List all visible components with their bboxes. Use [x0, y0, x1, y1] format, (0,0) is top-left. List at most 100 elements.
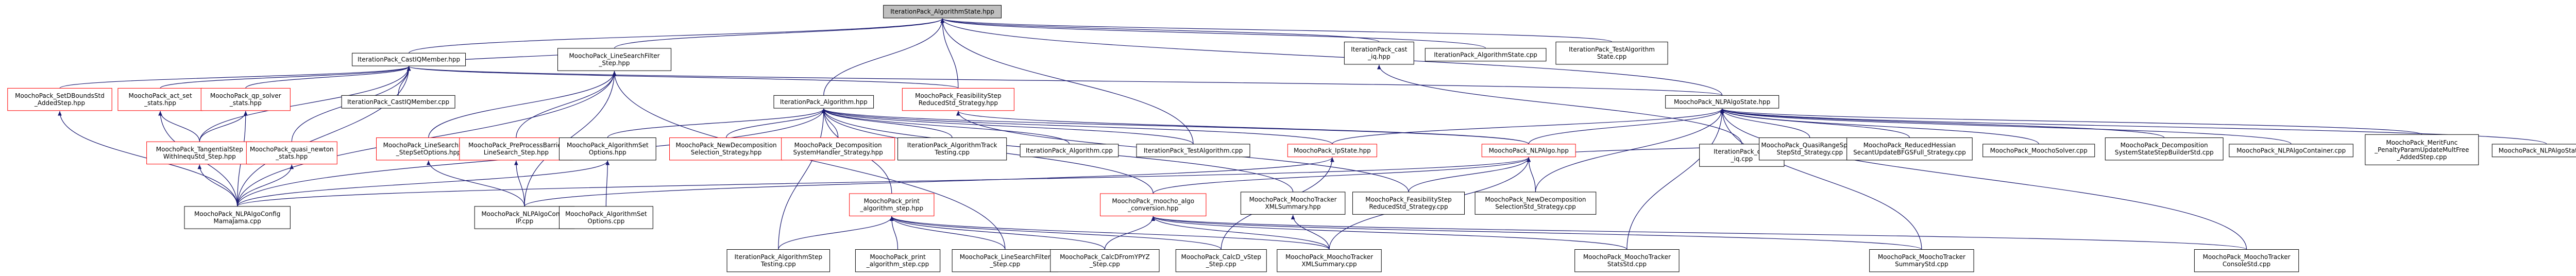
graph-node-moocho-algo-conv[interactable]: MoochoPack_moocho_algo_conversion.hpp [1100, 193, 1207, 216]
node-box [146, 141, 253, 165]
node-box [1344, 42, 1414, 65]
graph-node-quasinewton-space[interactable]: MoochoPack_QuasiRangeSpaceStepStd_Strate… [1759, 137, 1861, 161]
node-label: MoochoPack_ReducedHessian [1863, 142, 1956, 149]
graph-node-algo[interactable]: IterationPack_Algorithm.hpp [773, 95, 874, 109]
node-label: WithInequStd_Step.hpp [163, 153, 236, 160]
node-box [1481, 144, 1576, 158]
node-label: _iq.hpp [1367, 53, 1391, 60]
node-box [1475, 192, 1597, 215]
graph-node-preprocess[interactable]: MoochoPack_PreProcessBarrierLineSearch_S… [459, 137, 573, 161]
include-edge-tangential-to-act_set [158, 111, 200, 142]
graph-node-feas-red[interactable]: MoochoPack_FeasibilityStepReducedStd_Str… [902, 88, 1014, 111]
graph-node-castiq[interactable]: IterationPack_CastIQMember.hpp [352, 53, 466, 66]
node-box [117, 88, 203, 111]
node-box [1136, 144, 1250, 158]
include-edge-algo_step_testing-to-algo [778, 109, 826, 250]
include-edge-ls_step_cpp-to-print_algo [890, 216, 1006, 250]
graph-node-newdecomp-cpp[interactable]: MoochoPack_NewDecompositionSelectionStd_… [1475, 192, 1597, 215]
node-label: SystemStateStepBuilderStd.cpp [2115, 149, 2214, 156]
include-edge-calcdydz-to-print_algo [890, 216, 1222, 250]
include-edge-nlpalgostate-to-root [940, 18, 1723, 96]
graph-node-algostate-cpp[interactable]: IterationPack_AlgorithmState.cpp [1425, 48, 1547, 62]
graph-node-print-algo[interactable]: MoochoPack_print_algorithm_step.hpp [849, 193, 935, 216]
graph-node-calcdfromyz[interactable]: MoochoPack_CalcDFromYPYZ_Step.cpp [1050, 249, 1160, 272]
node-box [2194, 249, 2299, 272]
graph-node-cast-iq-hpp[interactable]: IterationPack_cast_iq.hpp [1344, 42, 1414, 65]
include-edge-print_algo_cpp-to-print_algo [889, 216, 899, 250]
node-label: LineSearch_Step.hpp [484, 149, 549, 156]
graph-node-newdecomp-sel[interactable]: MoochoPack_NewDecompositionSelection_Str… [669, 137, 784, 161]
graph-node-ls-step-cpp[interactable]: MoochoPack_LineSearchFilter_Step.cpp [952, 249, 1058, 272]
graph-node-calcdydz[interactable]: MoochoPack_CalcD_vStep_Step.cpp [1175, 249, 1267, 272]
node-label: IterationPack_AlgorithmState.hpp [890, 8, 994, 15]
graph-node-algo-cpp[interactable]: IterationPack_Algorithm.cpp [1020, 144, 1119, 158]
graph-node-nlpalgo-container[interactable]: MoochoPack_NLPAlgoContainer.cpp [2229, 144, 2353, 158]
graph-node-act-set[interactable]: MoochoPack_act_set_stats.hpp [117, 88, 203, 111]
graph-node-decomp-sys[interactable]: MoochoPack_DecompositionSystemHandler_St… [781, 137, 895, 161]
include-edge-nlpalgo_hpp-to-feas_red [956, 111, 1529, 145]
include-edge-tracker_summarystd-to-moocho_algo_conv [1151, 216, 1922, 250]
graph-node-qp-solver[interactable]: MoochoPack_qp_solver_stats.hpp [200, 88, 291, 111]
graph-node-reduced-hessian[interactable]: MoochoPack_ReducedHessianSecantUpdateBFG… [1846, 137, 1973, 161]
node-label: MamaJama.cpp [213, 218, 261, 225]
node-box [1100, 193, 1207, 216]
node-label: MoochoPack_MoochoSolver.cpp [1990, 147, 2088, 154]
node-label: MoochoPack_NLPAlgoConfig [194, 211, 280, 218]
node-label: MoochoPack_MoochoTracker [1249, 196, 1337, 203]
graph-node-setdbounds[interactable]: MoochoPack_SetDBoundsStd_AddedStep.hpp [7, 88, 112, 111]
node-box [1277, 249, 1382, 272]
node-label: _algorithm_step.hpp [860, 205, 924, 212]
graph-node-print-algo-cpp[interactable]: MoochoPack_print_algorithm_step.cpp [855, 249, 941, 272]
include-edge-algo-to-root [823, 18, 944, 96]
node-label: IterationPack_cast [1714, 148, 1770, 156]
node-label: IterationPack_AlgorithmStep [735, 253, 823, 261]
node-label: _Step.cpp [1206, 261, 1236, 268]
include-edge-cast_iq_cpp-to-cast_iq_hpp [1377, 64, 1742, 144]
include-edge-tracker_xml_cpp-to-print_algo [890, 216, 1330, 250]
graph-node-ls-step[interactable]: MoochoPack_LineSearchFilter_Step.hpp [557, 48, 672, 71]
node-box [883, 5, 1002, 19]
node-label: MoochoPack_CalcDFromYPYZ [1060, 253, 1150, 261]
edges-layer [58, 18, 2547, 250]
graph-node-nlpalgo-hpp[interactable]: MoochoPack_NLPAlgo.hpp [1481, 144, 1576, 158]
graph-node-moocho-solver[interactable]: MoochoPack_MoochoSolver.cpp [1982, 144, 2095, 158]
graph-node-tangential[interactable]: MoochoPack_TangentialStepWithInequStd_St… [146, 141, 253, 165]
graph-node-merit[interactable]: MoochoPack_MeritFunc_PenaltyParamUpdateM… [2365, 134, 2479, 165]
node-box [474, 206, 575, 229]
node-label: IterationPack_TestAlgorithm.cpp [1144, 147, 1243, 154]
graph-node-nlpalgostate[interactable]: MoochoPack_NLPAlgoState.hpp [1665, 95, 1780, 109]
include-edge-nlpalgoconfig_ip-to-ls_soc [426, 160, 525, 206]
node-label: _stats.hpp [229, 99, 262, 107]
node-label: MoochoPack_PreProcessBarrier [468, 142, 564, 149]
include-edge-act_set-to-castiq [160, 66, 411, 89]
graph-node-feas-red-cpp[interactable]: MoochoPack_FeasibilityStepReducedStd_Str… [1352, 192, 1465, 215]
node-box [726, 249, 831, 272]
graph-node-test-algo[interactable]: IterationPack_TestAlgorithm.cpp [1136, 144, 1250, 158]
node-label: Testing.cpp [760, 261, 796, 268]
include-edge-tracker_statsstd-to-moocho_algo_conv [1151, 216, 1628, 250]
include-edge-feas_red_cpp-to-nlpalgo_hpp [1408, 157, 1531, 193]
graph-node-nlpalgostate-cpp[interactable]: MoochoPack_NLPAlgoState.cpp [2492, 144, 2576, 158]
graph-node-castiq-cpp[interactable]: IterationPack_CastIQMember.cpp [341, 95, 455, 109]
graph-node-ipstate[interactable]: MoochoPack_IpState.hpp [1287, 144, 1377, 158]
include-edge-newdecomp_sel-to-algo [726, 108, 826, 138]
graph-node-decomp-cpp[interactable]: MoochoPack_DecompositionSystemStateStepB… [2105, 137, 2224, 161]
graph-node-quasi-newton[interactable]: MoochoPack_quasi_newton_stats.hpp [246, 141, 337, 165]
include-edge-merit-to-nlpalgostate [1720, 108, 2422, 135]
node-label: MoochoPack_MoochoTracker [1878, 253, 1965, 261]
include-edge-tracker_summarystd-to-nlpalgostate [1720, 109, 1922, 250]
node-box [1869, 249, 1974, 272]
